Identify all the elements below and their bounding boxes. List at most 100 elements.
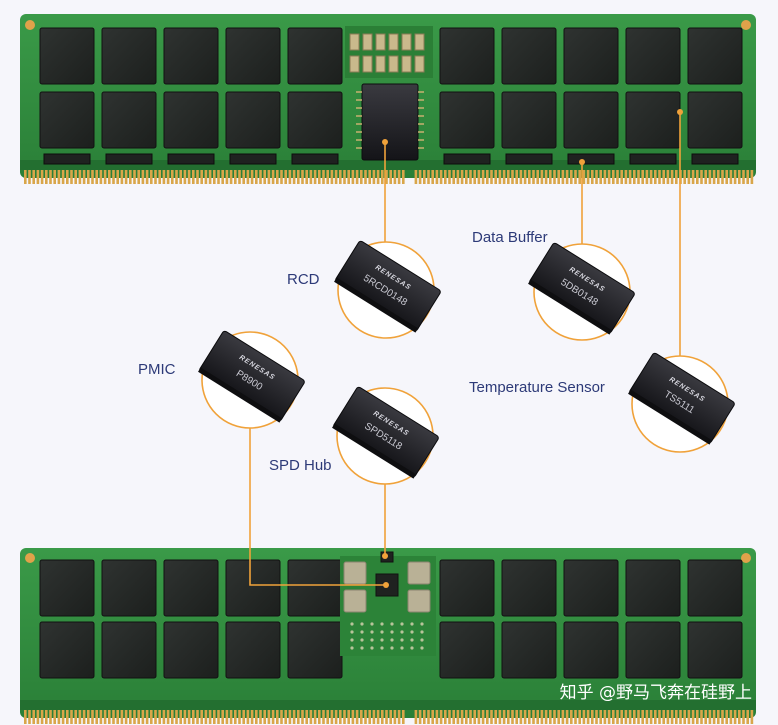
top-gold-contact [385, 170, 388, 184]
top-data-buffer-chip [443, 153, 491, 165]
top-gold-contact [368, 170, 371, 184]
top-data-buffer-chip [567, 153, 615, 165]
bottom-gold-contact [498, 710, 502, 724]
top-gold-contact [612, 170, 615, 184]
bottom-gold-contact [704, 710, 707, 724]
bottom-gold-contact [523, 710, 527, 724]
bottom-gold-contact [519, 710, 523, 724]
top-rcd-area [345, 26, 433, 161]
top-gold-contact [45, 170, 48, 184]
bottom-gold-contact [129, 710, 132, 724]
top-capacitor [362, 55, 373, 73]
top-gold-contact [213, 170, 216, 184]
bottom-gold-contact [28, 710, 31, 724]
top-capacitor [401, 33, 412, 51]
top-gold-contact [196, 170, 199, 184]
bottom-via [400, 630, 404, 634]
top-gold-contact [238, 170, 241, 184]
bottom-gold-contact [591, 710, 594, 724]
bottom-via [420, 630, 424, 634]
bottom-gold-contact [675, 710, 678, 724]
top-gold-contact [666, 170, 670, 184]
bottom-gold-contact [528, 710, 531, 724]
bottom-dram-chip [101, 559, 157, 617]
top-dram-chip [163, 27, 219, 85]
top-gold-contact [99, 170, 103, 184]
top-gold-contact [158, 170, 161, 184]
top-rcd-chip-pins [356, 91, 424, 149]
top-gold-contact [154, 170, 157, 184]
bottom-gold-contact [305, 710, 308, 724]
bottom-gold-contact [271, 710, 275, 724]
top-gold-contact [423, 170, 426, 184]
bottom-via [350, 630, 354, 634]
top-gold-contact [633, 170, 636, 184]
bottom-gold-contact [641, 710, 644, 724]
top-data-buffer-chip [291, 153, 339, 165]
bottom-gold-contact [208, 710, 212, 724]
bottom-gold-contact [242, 710, 245, 724]
bottom-gold-contact [536, 710, 539, 724]
top-gold-contact [549, 170, 552, 184]
top-gold-contact [250, 170, 254, 184]
bottom-gold-contact [733, 710, 737, 724]
top-gold-contact [61, 170, 65, 184]
top-dram-chip [39, 27, 95, 85]
top-data-buffer-chip [167, 153, 215, 165]
top-gold-contact [733, 170, 737, 184]
watermark: 知乎 @野马飞奔在硅野上 [560, 683, 752, 703]
top-gold-contact [309, 170, 313, 184]
bottom-gold-contact [330, 710, 334, 724]
top-gold-contact [381, 170, 384, 184]
bottom-gold-contact [511, 710, 514, 724]
bottom-gold-contact [750, 710, 754, 724]
top-gold-contact [620, 170, 623, 184]
bottom-gold-contact [452, 710, 455, 724]
top-gold-contact [288, 170, 292, 184]
bottom-via [350, 638, 354, 642]
bottom-gold-contacts [24, 710, 754, 724]
top-dram-chip [101, 91, 157, 149]
top-gold-contact [536, 170, 539, 184]
top-gold-contact [427, 170, 430, 184]
top-dram-chip [625, 91, 681, 149]
bottom-gold-contact [200, 710, 203, 724]
top-gold-contact [133, 170, 136, 184]
bottom-gold-contact [708, 710, 712, 724]
bottom-via [390, 630, 394, 634]
bottom-gold-contact [465, 710, 468, 724]
bottom-gold-contact [414, 710, 418, 724]
top-gold-contact [498, 170, 502, 184]
top-gold-contact [586, 170, 590, 184]
bottom-gold-contact [645, 710, 649, 724]
bottom-gold-contact [628, 710, 632, 724]
bottom-gold-contact [427, 710, 430, 724]
bottom-via-field [350, 622, 424, 650]
top-gold-contact [591, 170, 594, 184]
top-gold-contact [313, 170, 317, 184]
bottom-gold-contact [385, 710, 388, 724]
bottom-gold-contact [95, 710, 98, 724]
top-capacitor [414, 55, 425, 73]
top-gold-contact [183, 170, 187, 184]
top-gold-contact [259, 170, 262, 184]
bottom-gold-contact [557, 710, 560, 724]
bottom-via [420, 638, 424, 642]
top-gold-contact [57, 170, 61, 184]
top-gold-contact [28, 170, 31, 184]
bottom-via [410, 646, 414, 650]
top-gold-contact [570, 170, 573, 184]
top-gold-contact [334, 170, 338, 184]
bottom-inductor-3 [407, 561, 431, 585]
bottom-gold-contact [397, 710, 401, 724]
bottom-gold-contact [418, 710, 422, 724]
bottom-gold-contact [36, 710, 40, 724]
top-gold-contact [162, 170, 166, 184]
top-gold-contact [234, 170, 237, 184]
bottom-gold-contact [544, 710, 548, 724]
top-gold-contact [120, 170, 124, 184]
top-gold-contact [145, 170, 149, 184]
bottom-dram-chip [163, 559, 219, 617]
bottom-gold-contact [360, 710, 363, 724]
